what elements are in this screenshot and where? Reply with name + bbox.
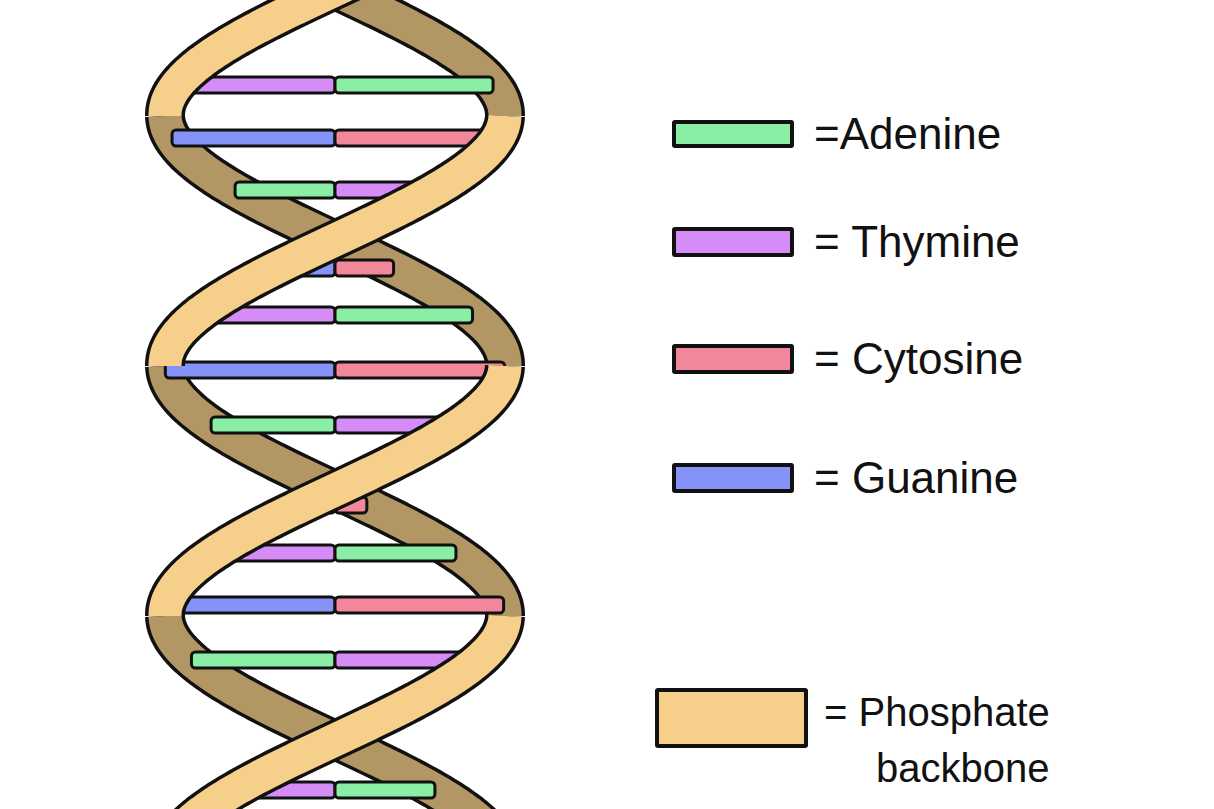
back-strands (165, 0, 505, 809)
ribbon-outline (165, 616, 505, 809)
legend-row: = Thymine (672, 216, 1020, 268)
legend-label: =Adenine (814, 108, 1001, 160)
legend-swatch (672, 227, 794, 257)
ribbon-fill (165, 366, 505, 616)
ribbon-outline (165, 116, 505, 366)
backbone-ribbon (165, 616, 505, 809)
ribbon-outline (165, 366, 505, 616)
ribbon-fill (165, 116, 505, 366)
ribbon-outline (165, 116, 505, 366)
base-pair (165, 362, 504, 378)
base (211, 417, 335, 433)
legend-label: = Cytosine (814, 333, 1023, 385)
ribbon-fill (165, 0, 435, 116)
base (335, 782, 435, 798)
legend-row: =Adenine (672, 108, 1001, 160)
base (235, 182, 335, 198)
legend-row: = Guanine (672, 452, 1018, 504)
base (165, 362, 335, 378)
ribbon-fill (165, 616, 505, 809)
legend-swatch (672, 120, 794, 148)
ribbon-outline (165, 366, 505, 616)
base (172, 130, 335, 146)
legend-label: = Guanine (814, 452, 1018, 504)
ribbon-outline (165, 0, 435, 116)
legend-swatch (672, 344, 794, 374)
base (335, 77, 493, 93)
backbone-ribbon (165, 0, 435, 116)
backbone-ribbon (165, 116, 505, 366)
base (335, 362, 505, 378)
backbone-ribbon (165, 366, 505, 616)
ribbon-outline (165, 616, 505, 809)
base (335, 545, 456, 561)
legend-label: = Thymine (814, 216, 1020, 268)
base (166, 597, 335, 613)
legend-row: = Cytosine (672, 333, 1023, 385)
backbone-ribbon (165, 116, 505, 366)
legend-row: = Phosphate backbone (655, 688, 1214, 796)
backbone-ribbon (165, 366, 505, 616)
base-pair (172, 130, 498, 146)
front-strands (165, 0, 505, 809)
base-pair (177, 77, 493, 93)
legend-swatch (655, 688, 808, 748)
ribbon-fill (165, 616, 505, 809)
base (335, 307, 473, 323)
base (191, 652, 335, 668)
base-pair (166, 597, 503, 613)
ribbon-fill (165, 366, 505, 616)
ribbon-fill (165, 116, 505, 366)
base (335, 597, 504, 613)
backbone-ribbon (165, 616, 505, 809)
base (335, 260, 394, 276)
legend-swatch (672, 463, 794, 493)
legend-label: = Phosphate backbone (824, 684, 1214, 796)
base-pair (191, 652, 478, 668)
